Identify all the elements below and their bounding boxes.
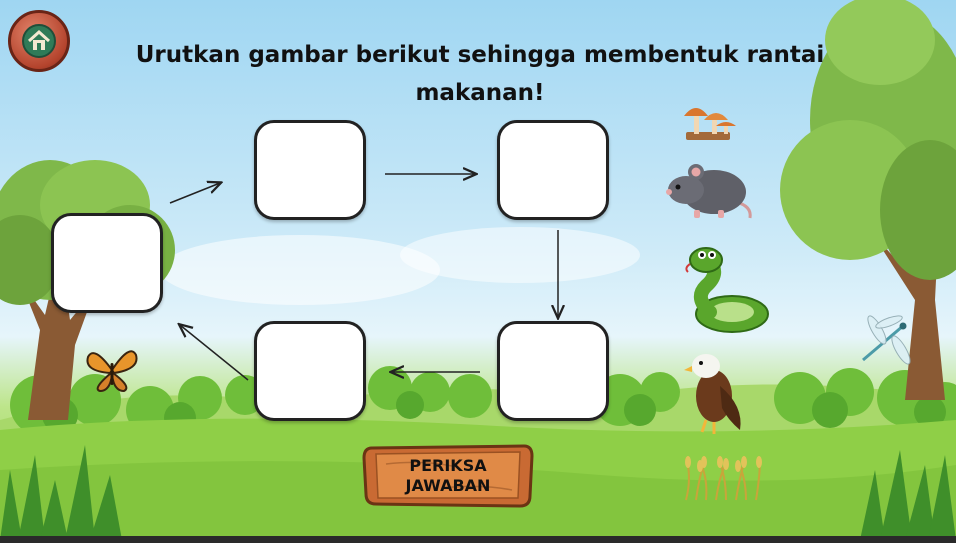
bottom-bar [0,536,956,543]
dragonfly-icon [862,315,911,365]
eagle-icon[interactable] [684,350,746,436]
answer-slot-bottom-right[interactable] [497,321,609,421]
wood-plank-shape [362,444,534,508]
butterfly-icon [86,350,138,393]
rice-plant-icon[interactable] [680,452,764,502]
arrow-bottomleft-to-left [180,325,249,381]
home-button[interactable] [8,10,70,72]
answer-slot-left[interactable] [51,213,163,313]
mushroom-icon[interactable] [680,96,738,144]
answer-slot-bottom-left[interactable] [254,321,366,421]
tree-right-shape [780,0,956,400]
arrow-left-to-top1 [169,183,220,204]
answer-slot-top-1[interactable] [254,120,366,220]
instruction-text: Urutkan gambar berikut sehingga membentu… [135,42,825,106]
check-answer-button[interactable]: PERIKSA JAWABAN [362,444,534,508]
home-icon [22,24,56,58]
snake-icon[interactable] [680,242,772,338]
rat-icon[interactable] [666,160,756,222]
answer-slot-top-2[interactable] [497,120,609,220]
check-answer-label: PERIKSA JAWABAN [405,456,491,495]
